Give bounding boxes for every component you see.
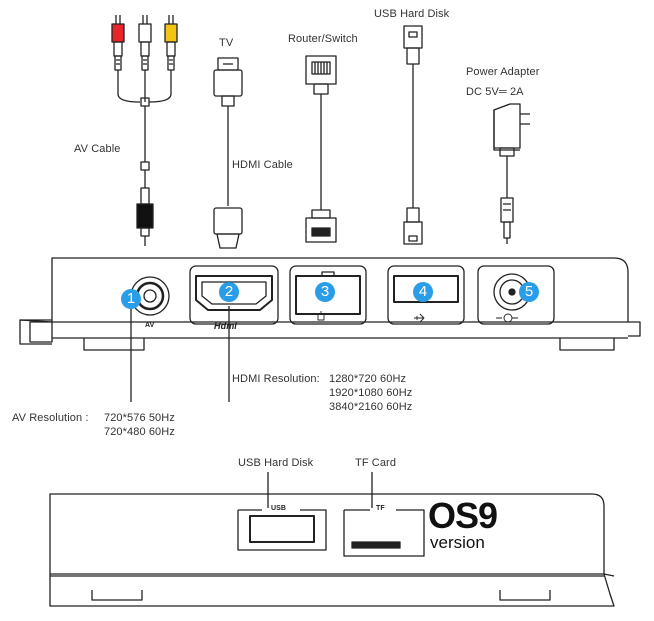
av-cable-label: AV Cable: [74, 143, 121, 155]
av-cable-icon: [111, 15, 178, 246]
hdmi-port-icon: [189, 265, 279, 325]
front-panel-icon: [49, 493, 615, 607]
lan-symbol-icon: [317, 311, 325, 321]
front-tf-slot-icon: [343, 509, 425, 557]
dc-symbol-icon: [496, 313, 518, 323]
os9-version-label: version: [430, 533, 485, 552]
front-usb-hard-disk-label: USB Hard Disk: [238, 457, 314, 469]
power-adapter-icon: [493, 103, 530, 244]
hdmi-resolution-line-3: 3840*2160 60Hz: [329, 401, 413, 413]
router-switch-label: Router/Switch: [288, 33, 358, 45]
rca-white-plug-icon: [138, 23, 152, 43]
rca-red-plug-icon: [111, 23, 125, 43]
hdmi-resolution-line-1: 1280*720 60Hz: [329, 373, 407, 385]
hdmi-cable-icon: [213, 57, 243, 249]
usb-symbol-icon: [414, 313, 425, 323]
hdmi-resolution-title: HDMI Resolution:: [232, 373, 320, 385]
av-port-label: AV: [145, 322, 155, 329]
usb-cable-icon: [403, 25, 423, 245]
ethernet-cable-icon: [305, 55, 337, 243]
rca-yellow-plug-icon: [164, 23, 178, 43]
dc-port-icon: [477, 265, 555, 325]
usb-hard-disk-label: USB Hard Disk: [374, 8, 450, 20]
port-badge-2: 2: [219, 282, 239, 302]
os9-logo: OS9: [428, 495, 498, 536]
av-resolution-line-2: 720*480 60Hz: [104, 426, 175, 438]
av-resolution-title: AV Resolution :: [12, 412, 89, 424]
power-spec-label: DC 5V═ 2A: [466, 86, 524, 98]
usb-port-icon: [387, 265, 465, 325]
hdmi-port-label: Hdmi: [214, 321, 237, 331]
port-badge-5: 5: [519, 282, 539, 302]
lan-port-icon: [289, 265, 367, 325]
power-adapter-label: Power Adapter: [466, 66, 540, 78]
hdmi-cable-label: HDMI Cable: [232, 159, 293, 171]
back-panel-icon: [19, 257, 641, 351]
tv-label: TV: [219, 37, 234, 49]
front-usb-slot-label: USB: [271, 505, 287, 512]
port-badge-4: 4: [413, 282, 433, 302]
front-tf-card-label: TF Card: [355, 457, 397, 469]
port-badge-3: 3: [315, 282, 335, 302]
front-tf-slot-label: TF: [376, 505, 385, 512]
front-usb-slot-icon: [237, 509, 327, 551]
port-badge-1: 1: [121, 289, 141, 309]
hdmi-resolution-line-2: 1920*1080 60Hz: [329, 387, 413, 399]
av-resolution-line-1: 720*576 50Hz: [104, 412, 175, 424]
